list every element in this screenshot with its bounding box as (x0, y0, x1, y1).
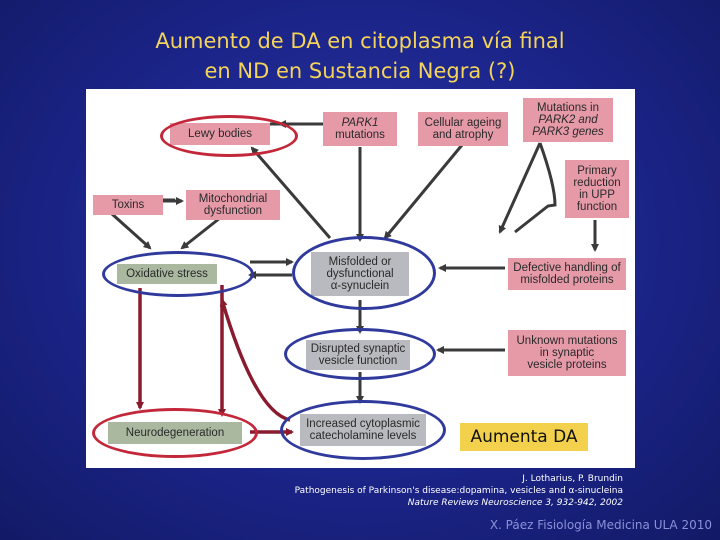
node-park2-park3-mutations: Mutations in PARK2 and PARK3 genes (523, 98, 613, 142)
node-neurodegeneration: Neurodegeneration (108, 422, 242, 444)
node-disrupted-synaptic-vesicle: Disrupted synaptic vesicle function (306, 340, 410, 370)
slide-title-line2: en ND en Sustancia Negra (?) (204, 59, 516, 83)
node-toxins: Toxins (93, 195, 163, 215)
node-mitochondrial-dysfunction: Mitochondrial dysfunction (186, 190, 280, 220)
node-cellular-ageing: Cellular ageing and atrophy (418, 112, 508, 146)
reference-article: Pathogenesis of Parkinson's disease:dopa… (294, 486, 623, 496)
footer-credit: X. Páez Fisiología Medicina ULA 2010 (489, 518, 712, 532)
node-increased-catecholamine: Increased cytoplasmic catecholamine leve… (300, 414, 426, 446)
node-lewy-bodies: Lewy bodies (170, 123, 270, 145)
arrow-ageing-to-misfolded (383, 144, 464, 240)
arrow-toxins-to-oxidative (110, 212, 152, 250)
arrow-mito-to-oxidative (180, 216, 221, 250)
node-defective-handling: Defective handling of misfolded proteins (508, 258, 626, 290)
arrow-park23-to-defective (500, 142, 557, 232)
callout-aumenta-da: Aumenta DA (460, 423, 588, 451)
arrow-increased-to-oxidative (219, 298, 291, 422)
node-oxidative-stress: Oxidative stress (117, 264, 217, 284)
reference-authors: J. Lotharius, P. Brundin (522, 474, 623, 484)
arrow-misfolded-to-lewy-diag (250, 146, 332, 239)
slide-title-line1: Aumento de DA en citoplasma vía final (155, 29, 565, 53)
node-primary-reduction-upp: Primary reduction in UPP function (565, 160, 629, 218)
reference-journal: Nature Reviews Neuroscience 3, 932-942, … (407, 498, 623, 508)
node-unknown-mutations: Unknown mutations in synaptic vesicle pr… (508, 330, 626, 376)
node-park1-mutations: PARK1 mutations (323, 112, 397, 146)
node-misfolded-alpha-synuclein: Misfolded or dysfunctional α-synuclein (311, 252, 409, 296)
